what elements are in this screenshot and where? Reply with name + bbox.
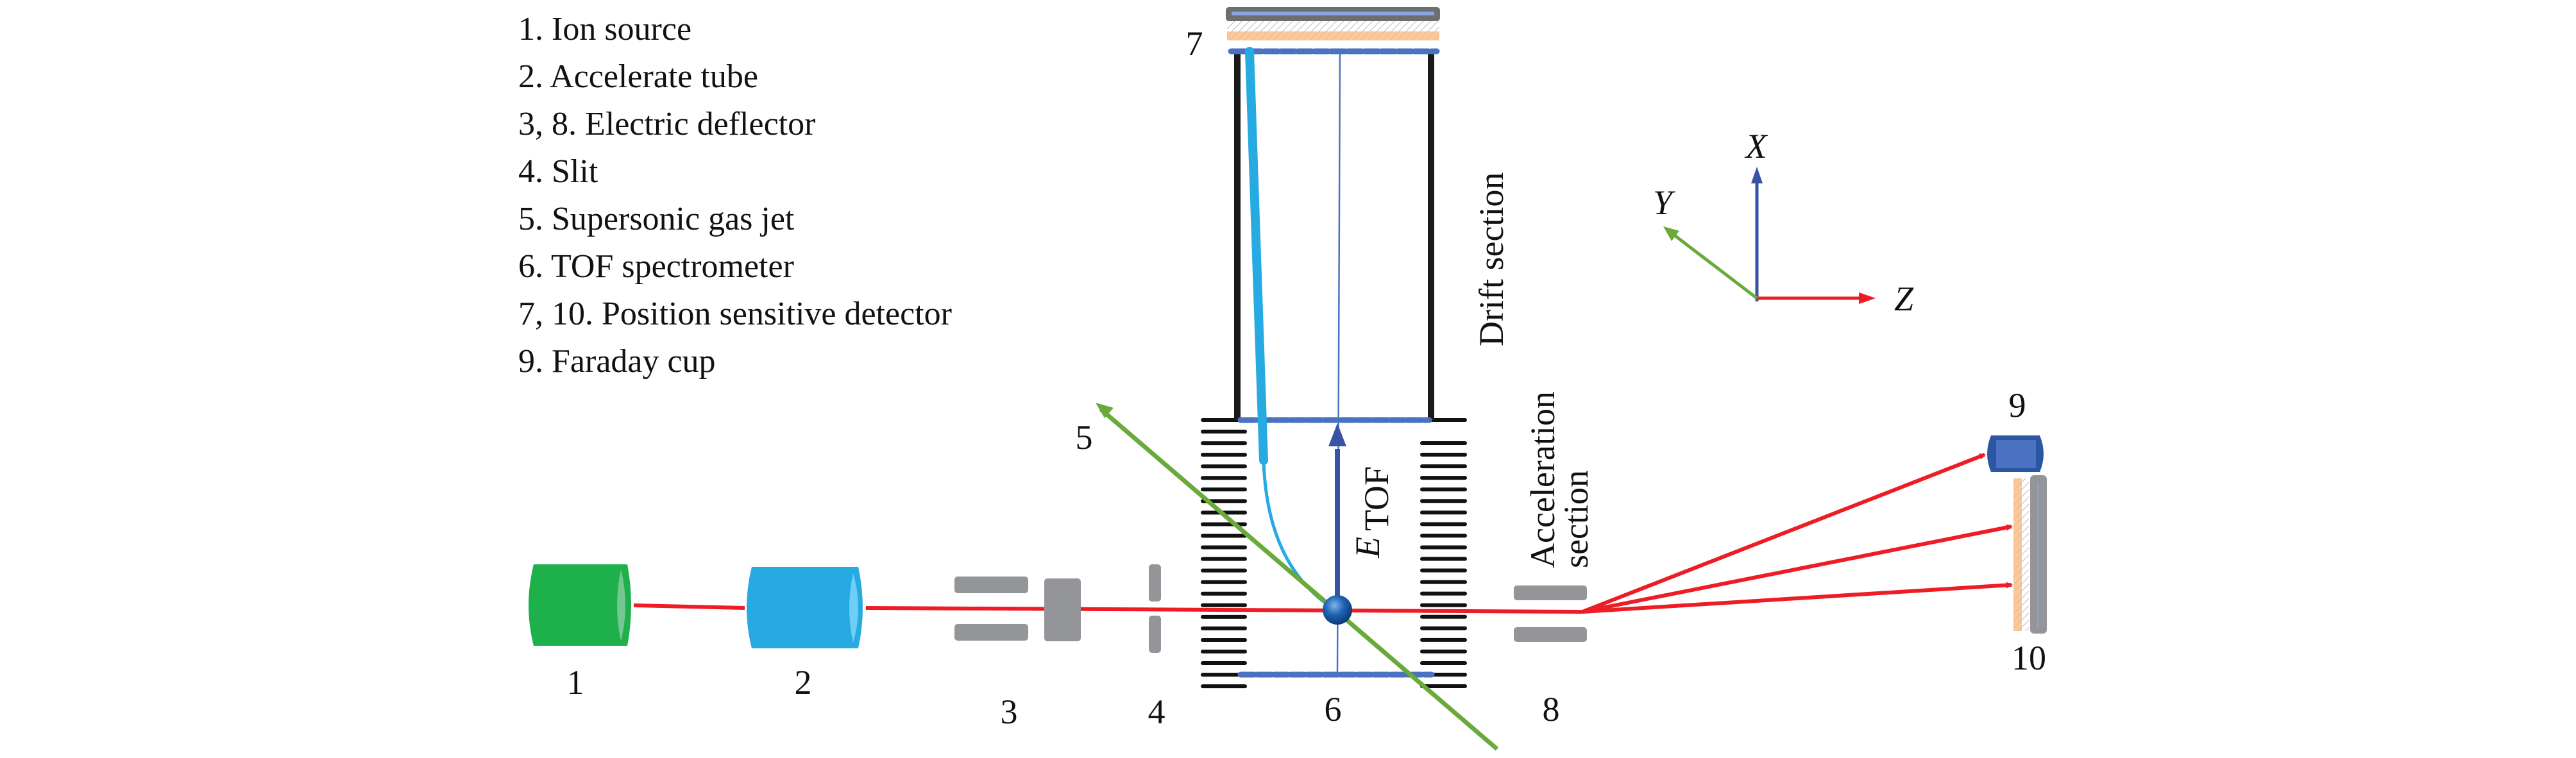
drift-section-label: Drift section [1472,173,1511,346]
deflected-beams [1581,453,2013,614]
faraday-cup [1987,435,2044,472]
axis-label-y: Y [1653,183,1675,222]
label-5: 5 [1076,418,1093,457]
electric-deflector-3 [954,577,1081,641]
acceleration-section-label-line1: Acceleration [1523,391,1562,568]
legend-item: 9. Faraday cup [518,343,716,380]
z-axis-arrowhead [1859,292,1876,304]
label-6: 6 [1325,690,1342,729]
coordinate-axes [1663,167,1876,304]
label-9: 9 [2009,386,2026,425]
gas-jet-line [1099,407,1499,751]
label-1: 1 [567,663,584,702]
position-sensitive-detector-7 [1226,7,1440,40]
legend-item: 5. Supersonic gas jet [518,201,795,237]
x-axis-arrowhead [1751,167,1763,183]
interaction-point [1323,595,1352,625]
legend-item: 2. Accelerate tube [518,58,758,95]
tof-electrodes-right [1420,418,1467,689]
label-3: 3 [1001,693,1018,731]
gas-jet-arrowhead [1096,403,1114,418]
label-4: 4 [1148,693,1165,731]
grid-meshes [1228,48,1440,678]
label-10: 10 [2012,639,2046,677]
ion-beam [633,603,1583,614]
axis-label-x: X [1745,127,1768,165]
label-2: 2 [795,663,812,702]
legend-item: 7, 10. Position sensitive detector [518,296,952,332]
ion-source [529,564,631,646]
tof-electrodes-left [1201,418,1247,689]
legend-item: 1. Ion source [518,11,691,47]
legend: 1. Ion source 2. Accelerate tube 3, 8. E… [518,11,952,380]
label-8: 8 [1543,690,1560,729]
field-label-main: E [1348,537,1387,559]
drift-tube [1234,51,1434,420]
recoil-ion-trajectory [1245,47,1333,609]
y-axis-arrowhead [1663,226,1679,241]
legend-item: 6. TOF spectrometer [518,248,794,285]
electric-deflector-8 [1514,585,1587,642]
field-label-sub: TOF [1357,466,1396,531]
slit [1149,564,1161,653]
legend-item: 4. Slit [518,153,598,190]
field-label: E TOF [1348,466,1396,559]
position-sensitive-detector-10 [2013,475,2047,634]
acceleration-section-label-line2: section [1557,470,1595,568]
label-7: 7 [1186,24,1203,63]
field-arrow-etof [1328,423,1346,603]
legend-item: 3, 8. Electric deflector [518,106,815,142]
axis-label-z: Z [1894,280,1914,318]
accelerate-tube [747,567,863,648]
